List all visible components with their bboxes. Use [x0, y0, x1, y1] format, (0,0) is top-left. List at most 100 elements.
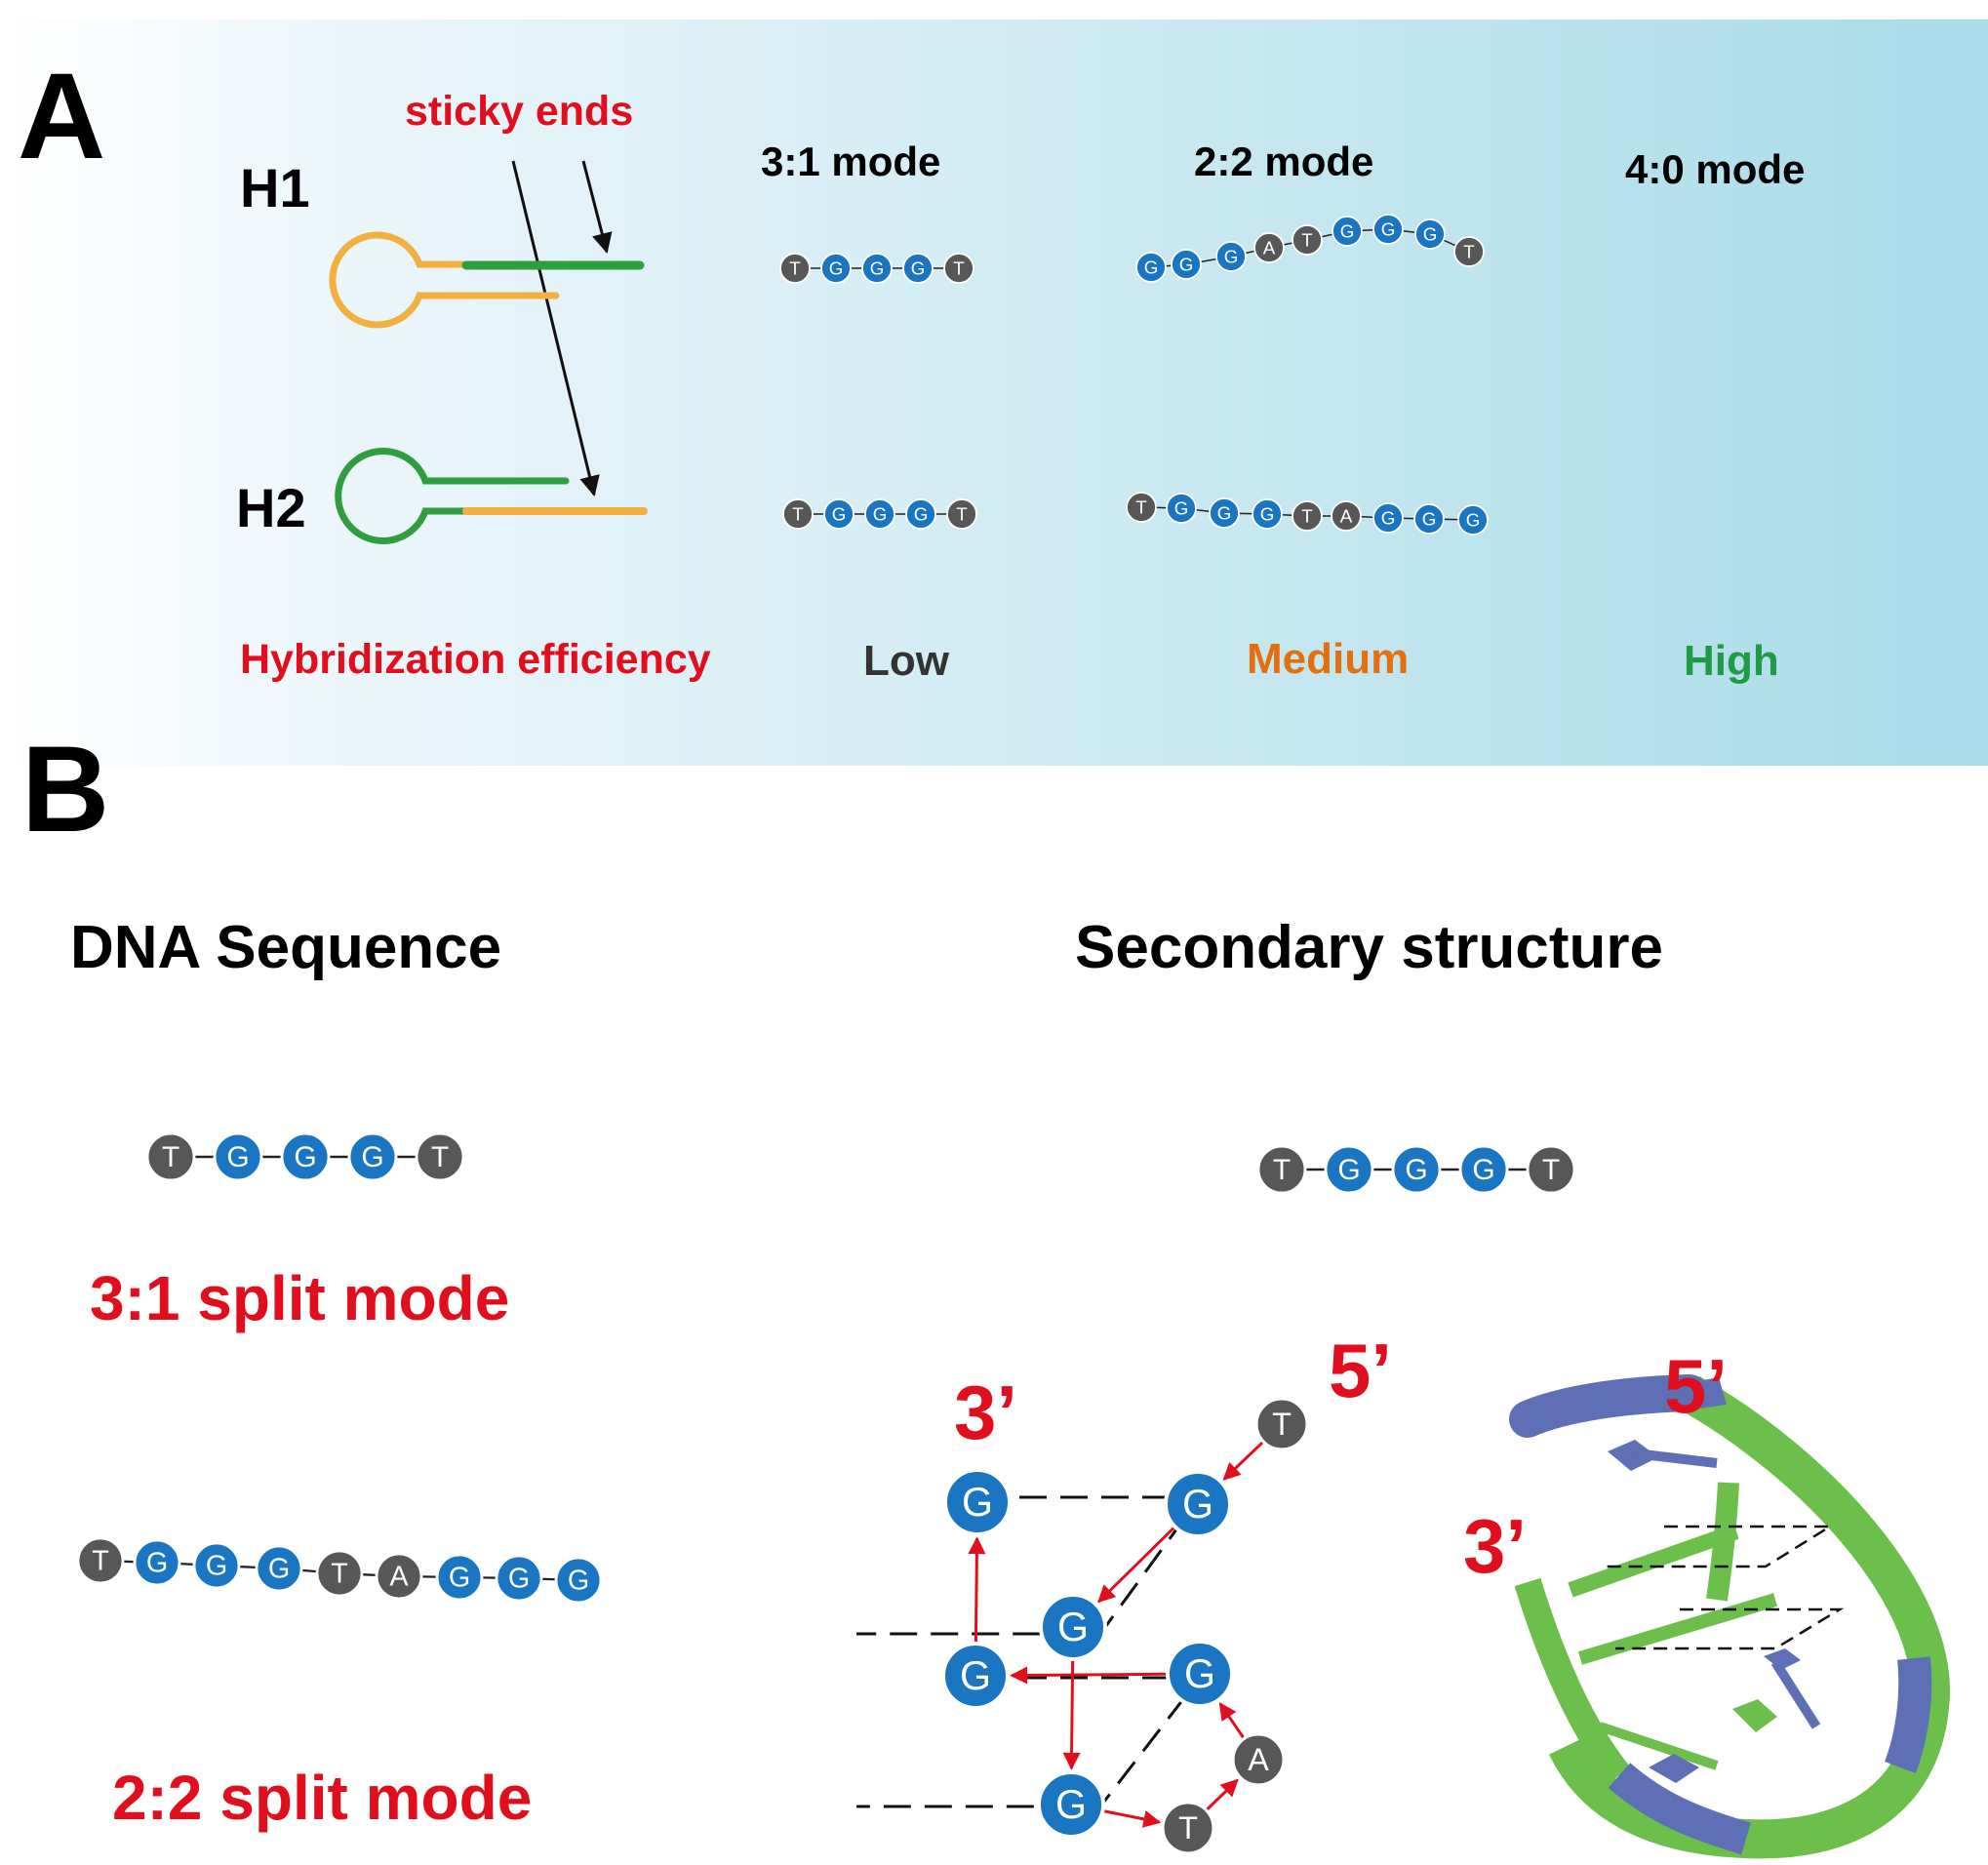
b22-nucleotide-7-letter: G [449, 1563, 470, 1594]
a31h1-nucleotide-3-letter: G [870, 258, 885, 278]
quadruplex-nucleotide-8-letter: T [1178, 1810, 1198, 1845]
a22h1-nucleotide-2-letter: G [1179, 254, 1194, 274]
b22-nucleotide-2-letter: G [146, 1548, 168, 1579]
quadruplex-nucleotide-6-letter: G [1184, 1651, 1215, 1696]
a22h2-nucleotide-6: A [1331, 500, 1362, 532]
quadruplex-arrow [1010, 1666, 1169, 1685]
mode-label-22: 2:2 mode [1194, 139, 1373, 184]
b22-nucleotide-2: G [133, 1538, 181, 1587]
btr-nucleotide-2: G [1324, 1144, 1374, 1195]
a31h2-nucleotide-2: G [823, 498, 855, 530]
btr-nucleotide-3: G [1391, 1144, 1442, 1195]
a31h2-nucleotide-1-letter: T [792, 503, 804, 524]
a22h1-nucleotide-1: G [1135, 252, 1167, 283]
a22h2-nucleotide-4-letter: G [1260, 503, 1275, 524]
btr-nucleotide-1-letter: T [1273, 1154, 1291, 1186]
b22-nucleotide-3: G [192, 1541, 241, 1590]
split-mode-22-label: 2:2 split mode [112, 1763, 532, 1833]
a22h2-nucleotide-3-letter: G [1217, 502, 1232, 523]
btr-nucleotide-4: G [1458, 1144, 1509, 1195]
panel-a-letter: A [18, 49, 105, 184]
a22h2-nucleotide-7: G [1372, 502, 1404, 534]
b22-nucleotide-9-letter: G [568, 1566, 589, 1597]
btr-nucleotide-4-letter: G [1472, 1154, 1494, 1186]
panel-b-letter: B [21, 722, 109, 857]
quadruplex-nucleotide-9-letter: A [1248, 1742, 1269, 1777]
b22-nucleotide-1-letter: T [92, 1546, 109, 1577]
a22h1-nucleotide-9: T [1453, 236, 1485, 267]
btr-nucleotide-2-letter: G [1337, 1154, 1360, 1186]
b22-nucleotide-8-letter: G [508, 1564, 530, 1595]
b22-nucleotide-5: T [315, 1549, 364, 1598]
btr-nucleotide-5: T [1526, 1144, 1576, 1195]
a31h1-nucleotide-4: G [902, 253, 934, 284]
tetrad-planes [856, 1495, 1204, 1808]
a31h2-nucleotide-4-letter: G [914, 503, 929, 524]
a22h1-nucleotide-5-letter: T [1301, 229, 1313, 250]
efficiency-low: Low [863, 637, 950, 685]
h2-label: H2 [236, 477, 306, 538]
sticky-arrow-h2 [511, 160, 600, 497]
quadruplex-nucleotide-3: G [1039, 1593, 1107, 1661]
a22h1-nucleotide-4: A [1253, 232, 1285, 263]
a31h1-nucleotide-2: G [820, 253, 852, 284]
a31h1-nucleotide-5: T [943, 253, 974, 284]
a22h1-nucleotide-5: T [1292, 224, 1323, 256]
a31h2-nucleotide-4: G [905, 498, 936, 530]
quadruplex-arrow [968, 1536, 986, 1645]
quadruplex-arrow [1222, 1440, 1265, 1481]
a22h1-nucleotide-7: G [1372, 214, 1404, 245]
a22h2-nucleotide-3: G [1209, 497, 1240, 529]
a22h2-nucleotide-5-letter: T [1301, 505, 1313, 526]
quadruplex-nucleotide-2-letter: G [1182, 1482, 1213, 1527]
a22h2-nucleotide-7-letter: G [1381, 507, 1396, 528]
quadruplex-nucleotide-5-letter: G [960, 1653, 991, 1698]
a31h1-nucleotide-1: T [779, 253, 811, 284]
panel-a-background [0, 20, 1988, 766]
quadruplex-arrow [1102, 1809, 1162, 1828]
a22h2-nucleotide-2: G [1166, 493, 1197, 524]
a22h2-nucleotide-2-letter: G [1174, 497, 1189, 518]
b22-nucleotide-3-letter: G [206, 1551, 227, 1582]
a22h1-nucleotide-8: G [1414, 218, 1446, 250]
secondary-structure-heading: Secondary structure [1075, 914, 1663, 981]
b31-nucleotide-3: G [280, 1131, 331, 1182]
a22h2-nucleotide-1: T [1126, 492, 1157, 523]
b31-nucleotide-1-letter: T [162, 1141, 179, 1173]
b31-nucleotide-4-letter: G [361, 1141, 383, 1173]
b31-nucleotide-5: T [415, 1131, 465, 1182]
schematic-3-prime: 3’ [954, 1369, 1017, 1455]
g-quadruplex-3d-ribbon: 5’ 3’ [1463, 1343, 1950, 1859]
h1-hairpin [329, 231, 645, 329]
quadruplex-nucleotide-7: G [1037, 1770, 1105, 1839]
a22h2-nucleotide-9-letter: G [1466, 509, 1481, 530]
b31-nucleotide-4: G [347, 1131, 398, 1182]
a31h2-nucleotide-2-letter: G [832, 503, 847, 524]
a31h1-nucleotide-2-letter: G [829, 258, 844, 278]
quadruplex-nucleotide-5: G [941, 1642, 1010, 1710]
a22h2-nucleotide-9: G [1457, 504, 1489, 536]
a22h1-nucleotide-6-letter: G [1340, 220, 1355, 241]
a31h2-nucleotide-5: T [946, 498, 977, 530]
split-mode-31-label: 3:1 split mode [90, 1263, 509, 1333]
quadruplex-arrow [1218, 1702, 1246, 1740]
quadruplex-nucleotide-4-letter: G [962, 1480, 993, 1525]
a31h1-nucleotide-1-letter: T [789, 258, 801, 278]
a22h1-nucleotide-6: G [1332, 216, 1363, 247]
quadruplex-nucleotide-8: T [1161, 1801, 1215, 1855]
a22h2-nucleotide-8: G [1413, 503, 1445, 535]
quadruplex-nucleotide-1: T [1254, 1397, 1309, 1451]
b31-nucleotide-2-letter: G [226, 1141, 249, 1173]
mode-label-40: 4:0 mode [1625, 146, 1805, 192]
a22h1-nucleotide-2: G [1171, 249, 1202, 280]
quadruplex-nucleotide-4: G [943, 1468, 1012, 1536]
mode-label-31: 3:1 mode [761, 139, 940, 184]
quadruplex-nucleotide-6: G [1166, 1640, 1234, 1708]
hybridization-efficiency-label: Hybridization efficiency [240, 636, 711, 683]
